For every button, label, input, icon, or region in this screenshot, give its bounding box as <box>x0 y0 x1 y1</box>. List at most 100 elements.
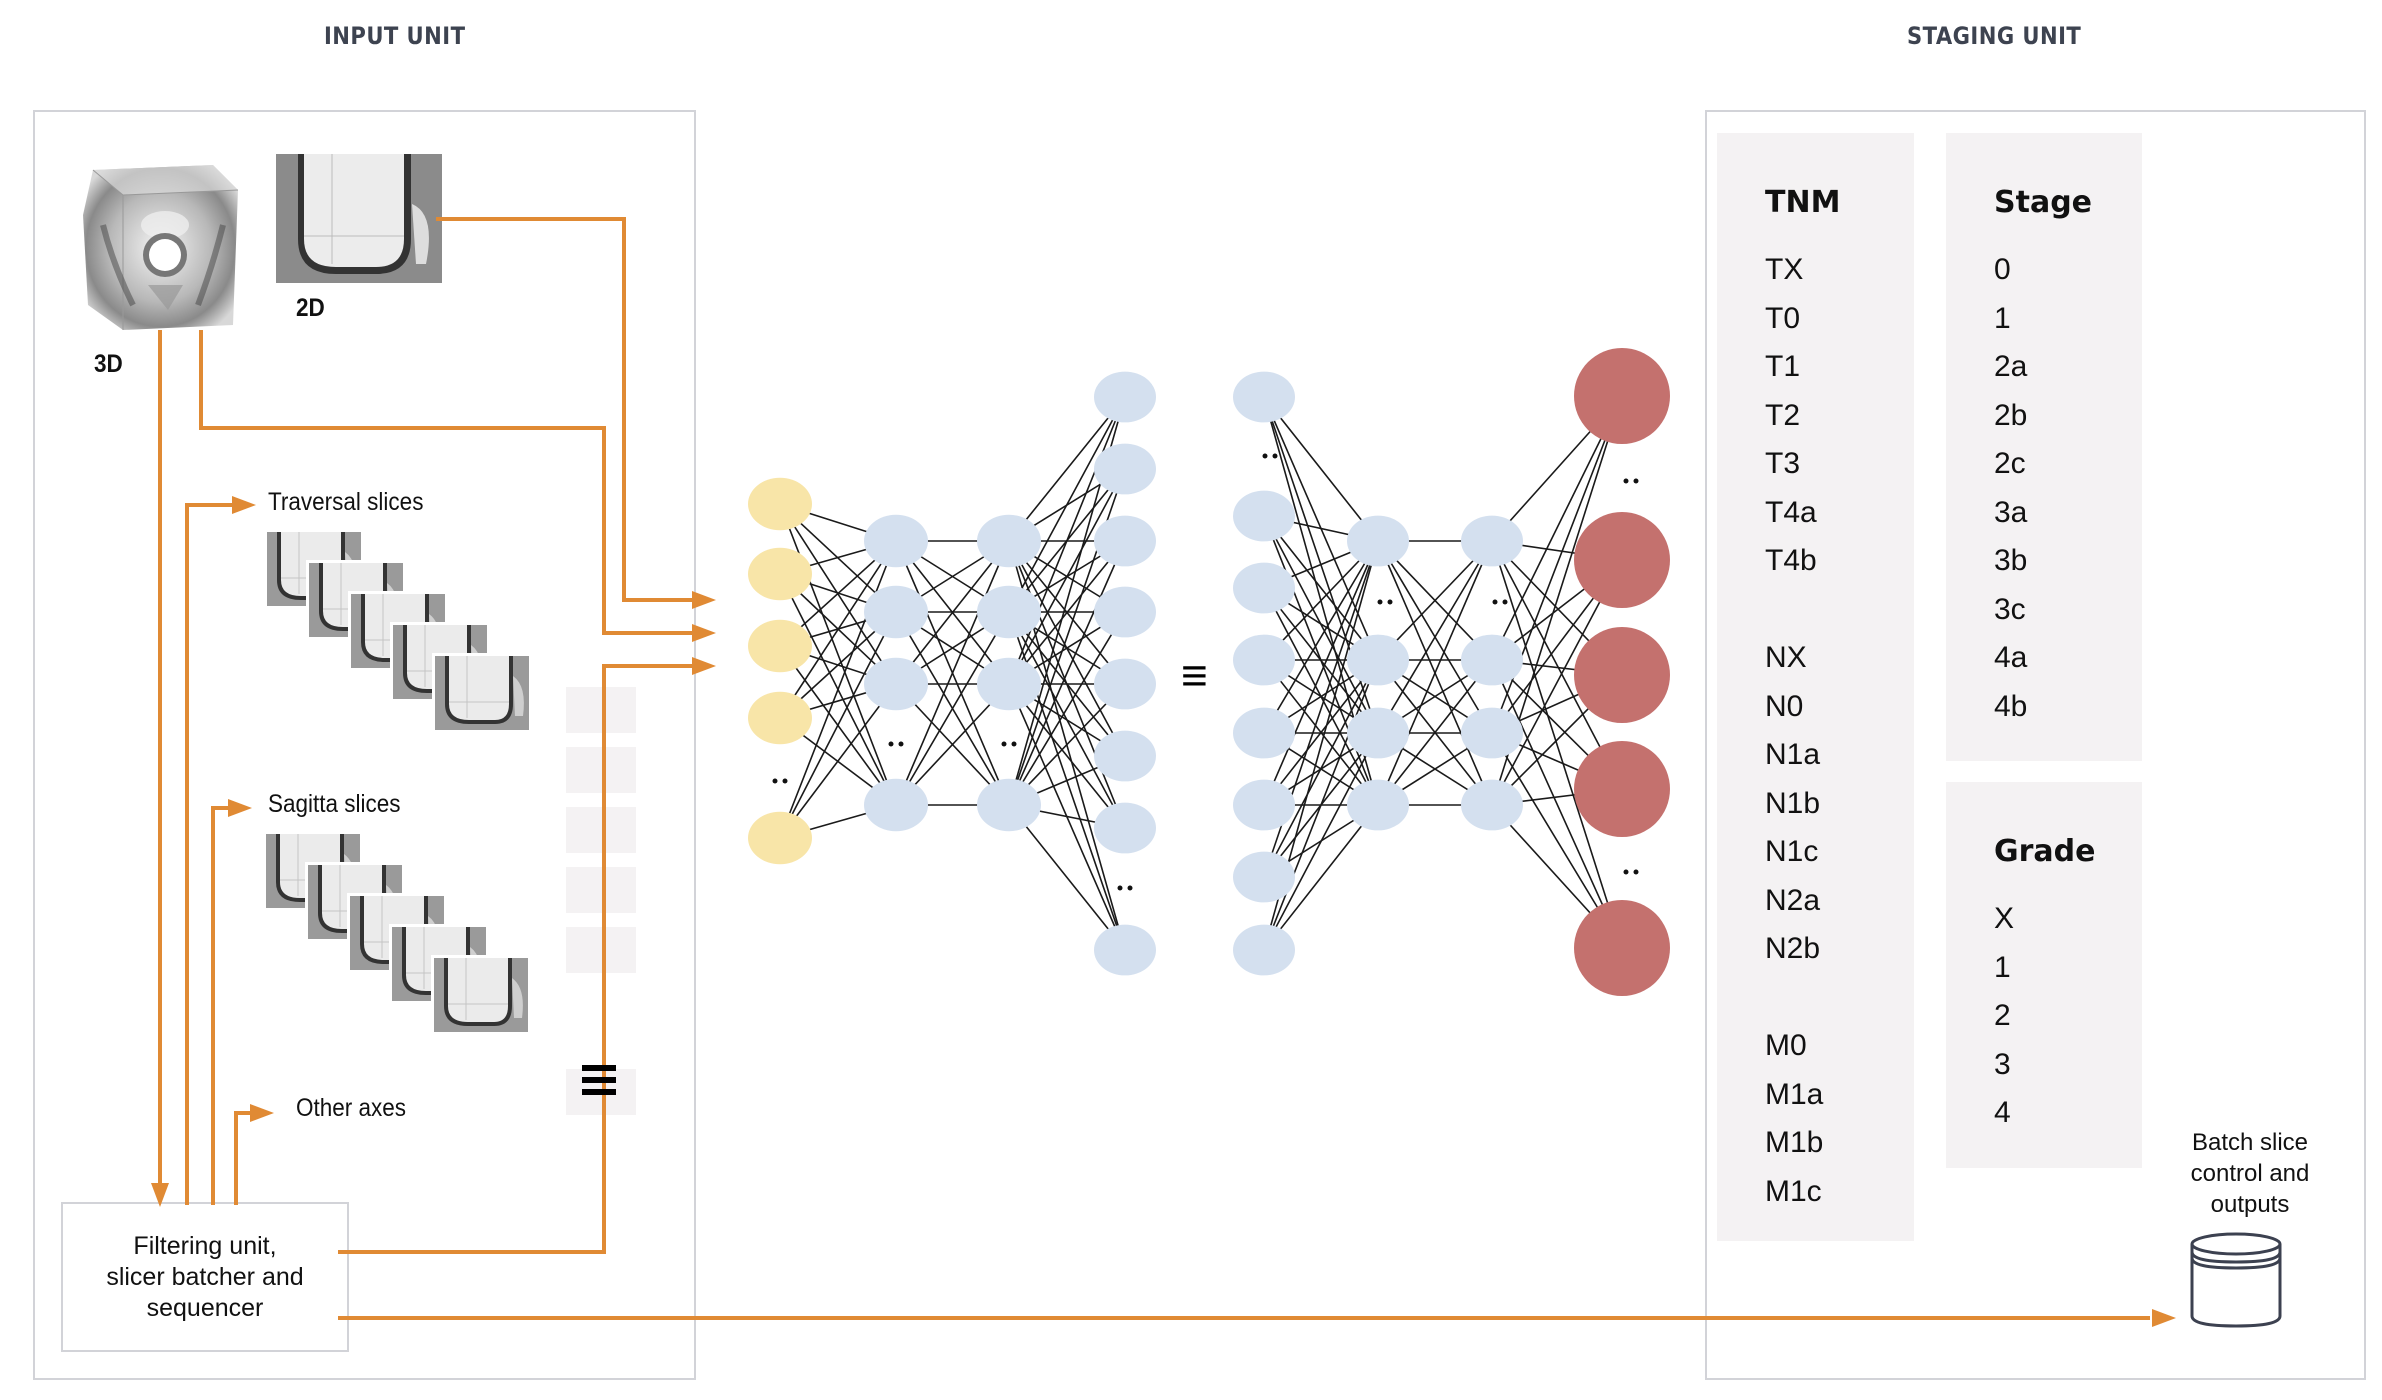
database-icon <box>2188 1232 2284 1328</box>
staging-unit-panel <box>1705 110 2366 1380</box>
hidden-node <box>1347 779 1409 831</box>
output-label-line: control and <box>2190 1160 2310 1187</box>
stage-item: 1 <box>1994 301 2011 335</box>
hidden-node <box>1347 515 1409 567</box>
network-edge <box>1263 540 1379 806</box>
staging-output-node <box>1574 512 1670 608</box>
network-edge <box>1263 659 1379 878</box>
network-edge <box>895 540 1010 685</box>
traversal-slices-label: Traversal slices <box>268 488 424 516</box>
decoder-input-node <box>1233 562 1295 614</box>
network-edge <box>1491 540 1623 949</box>
grade-title: Grade <box>1994 834 2096 869</box>
flow-line-other-axes <box>234 1111 250 1205</box>
3d-scan-volume <box>83 165 243 333</box>
network-edge <box>1008 396 1126 685</box>
tnm-item: N1a <box>1765 738 1821 771</box>
ellipsis-dot <box>772 778 778 784</box>
input-node <box>748 811 812 865</box>
staging-output-node <box>1574 741 1670 837</box>
tnm-item: N2a <box>1765 883 1821 917</box>
encoder-output-node <box>1094 658 1156 710</box>
ellipsis-dot <box>1127 885 1133 891</box>
other-axes-label: Other axes <box>296 1094 407 1122</box>
arrow-head <box>228 799 252 817</box>
tnm-item: T1 <box>1765 350 1801 383</box>
stage-item: 4a <box>1994 641 2028 674</box>
filter-box-line: sequencer <box>146 1293 264 1322</box>
network-edge <box>1008 396 1126 542</box>
ellipsis-dot <box>1633 869 1639 875</box>
tnm-item: TX <box>1765 253 1804 286</box>
arrow-head <box>692 591 716 609</box>
network-edge <box>1377 540 1493 734</box>
flow-line-2d <box>436 217 692 602</box>
ellipsis-dot <box>1272 453 1278 459</box>
sagitta-slices-stack <box>263 831 536 1044</box>
network-edge <box>1008 611 1126 806</box>
network-edge <box>1377 540 1493 806</box>
ellipsis-dot <box>1623 478 1629 484</box>
tnm-item: M1b <box>1765 1126 1824 1159</box>
stage-item: 4b <box>1994 689 2028 723</box>
network-edge <box>1008 683 1126 829</box>
flow-line-3d <box>199 330 692 635</box>
stage-item: 3c <box>1994 592 2026 626</box>
2d-label: 2D <box>296 294 325 322</box>
staging-output-node <box>1574 348 1670 444</box>
hidden-node <box>1461 707 1523 759</box>
tnm-item: M0 <box>1765 1029 1807 1062</box>
network-edge <box>1377 659 1493 806</box>
network-edge <box>1008 540 1126 685</box>
filter-box-line: Filtering unit, <box>133 1231 277 1260</box>
input-node <box>748 619 812 673</box>
decoder-input-node <box>1233 779 1295 831</box>
staging-output-node <box>1574 627 1670 723</box>
list-gap <box>1765 586 1823 635</box>
network-edge <box>1491 395 1623 661</box>
decoder-input-node <box>1233 707 1295 759</box>
network-edge <box>779 683 897 839</box>
tnm-item: N1c <box>1765 835 1819 868</box>
hidden-node <box>1347 707 1409 759</box>
grade-item: X <box>1994 902 2015 935</box>
grade-item: 2 <box>1994 999 2011 1032</box>
decoder-input-node <box>1233 851 1295 903</box>
ellipsis-dot <box>888 741 894 747</box>
network-edge <box>1008 396 1126 613</box>
flow-line-traversal <box>185 503 232 1205</box>
encoder-output-node <box>1094 443 1156 495</box>
encoder-output-node <box>1094 515 1156 567</box>
network-edge <box>1263 540 1379 734</box>
network-edge <box>1008 468 1126 685</box>
arrow-head <box>250 1104 274 1122</box>
network-edge <box>1491 659 1623 949</box>
input-node <box>748 691 812 745</box>
grade-item: 4 <box>1994 1096 2011 1129</box>
ellipsis-dot <box>1633 478 1639 484</box>
hidden-node <box>864 585 928 639</box>
network-edge <box>779 540 897 719</box>
filter-box-line: slicer batcher and <box>106 1262 304 1291</box>
ellipsis-dot <box>1377 599 1383 605</box>
hidden-node <box>864 514 928 568</box>
input-unit-title: INPUT UNIT <box>324 22 466 50</box>
tnm-item: T4b <box>1765 544 1817 577</box>
encoder-output-node <box>1094 371 1156 423</box>
tnm-item: T0 <box>1765 301 1801 335</box>
ellipsis-dot <box>1492 599 1498 605</box>
encoder-output-node <box>1094 924 1156 976</box>
network-edge <box>1008 540 1126 806</box>
decoder-input-node <box>1233 634 1295 686</box>
staging-output-node <box>1574 900 1670 996</box>
equivalence-symbol: ≡ <box>1181 649 1208 701</box>
tnm-item: M1a <box>1765 1077 1824 1111</box>
network-edge <box>895 611 1010 806</box>
tnm-item: N2b <box>1765 932 1821 965</box>
batch-equivalence-symbol <box>582 1065 616 1099</box>
stage-item: 3b <box>1994 544 2028 577</box>
